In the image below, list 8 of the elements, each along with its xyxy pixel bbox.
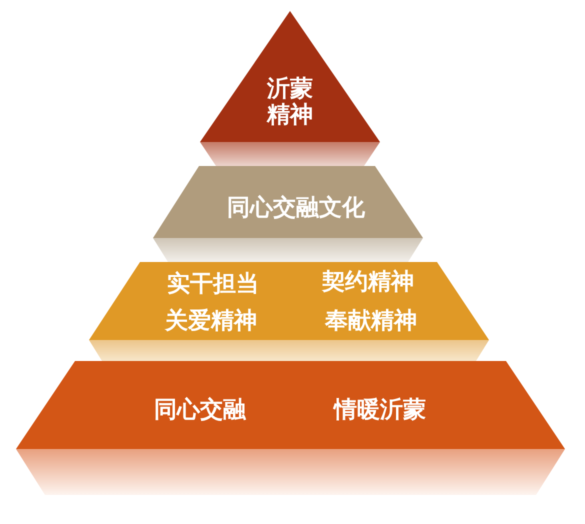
tier-label: 契约精神 (322, 269, 414, 295)
tier-label: 关爱精神 (165, 308, 257, 334)
tier-label: 同心交融文化 (227, 195, 365, 221)
tier-label: 实干担当 (167, 271, 259, 297)
tier-label: 同心交融 (154, 397, 246, 423)
tier-label: 情暖沂蒙 (334, 397, 426, 423)
tier-label: 奉献精神 (325, 308, 417, 334)
tier-label: 沂蒙精神 (266, 76, 314, 128)
